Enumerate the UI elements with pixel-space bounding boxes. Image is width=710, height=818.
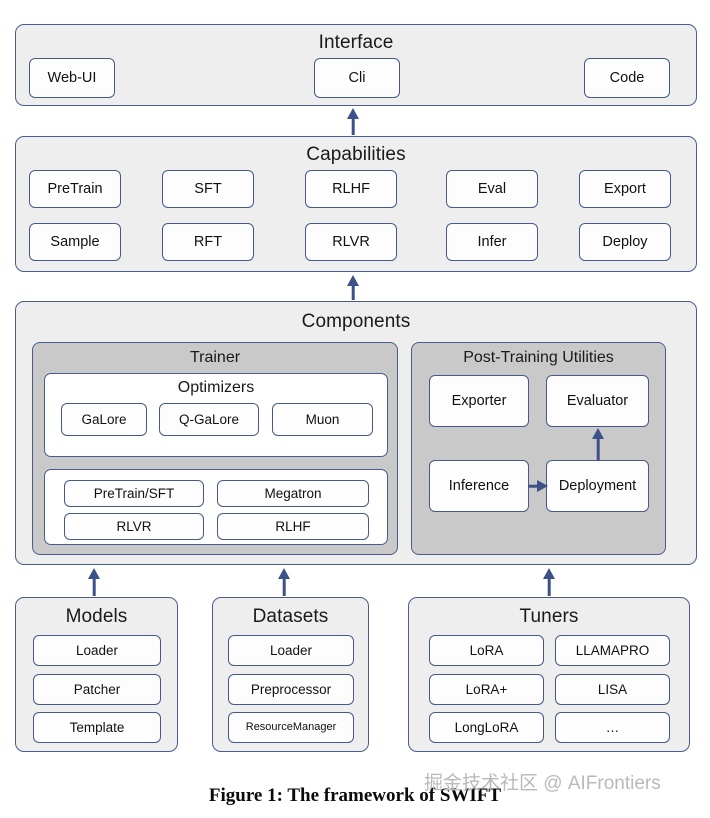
arrow-datasets-to-components — [275, 568, 293, 596]
interface-node-web-ui[interactable]: Web-UI — [29, 58, 115, 98]
datasets-panel: Datasets Loader Preprocessor ResourceMan… — [212, 597, 369, 752]
trainer-pipelines-box: PreTrain/SFT Megatron RLVR RLHF — [44, 469, 388, 545]
datasets-node-loader[interactable]: Loader — [228, 635, 354, 666]
arrow-inference-to-deployment — [529, 479, 548, 493]
capability-node-rlhf[interactable]: RLHF — [305, 170, 397, 208]
tuners-node-lora-plus[interactable]: LoRA+ — [429, 674, 544, 705]
optimizers-title: Optimizers — [177, 379, 255, 396]
trainer-subpanel: Trainer Optimizers GaLore Q-GaLore Muon … — [32, 342, 398, 555]
tuners-node-llamapro[interactable]: LLAMAPRO — [555, 635, 670, 666]
capability-node-rlvr[interactable]: RLVR — [305, 223, 397, 261]
arrow-tuners-to-components — [540, 568, 558, 596]
post-training-node-evaluator[interactable]: Evaluator — [546, 375, 649, 427]
models-node-patcher[interactable]: Patcher — [33, 674, 161, 705]
pipeline-node-rlhf[interactable]: RLHF — [217, 513, 369, 540]
optimizer-node-galore[interactable]: GaLore — [61, 403, 147, 436]
tuners-node-ellipsis[interactable]: … — [555, 712, 670, 743]
tuners-node-longlora[interactable]: LongLoRA — [429, 712, 544, 743]
capability-node-eval[interactable]: Eval — [446, 170, 538, 208]
interface-node-cli[interactable]: Cli — [314, 58, 400, 98]
arrow-components-to-capabilities — [344, 275, 362, 300]
models-title: Models — [65, 606, 128, 627]
tuners-node-lisa[interactable]: LISA — [555, 674, 670, 705]
capabilities-title: Capabilities — [306, 144, 406, 165]
capability-node-export[interactable]: Export — [579, 170, 671, 208]
interface-title: Interface — [318, 32, 394, 53]
tuners-node-lora[interactable]: LoRA — [429, 635, 544, 666]
figure-caption: Figure 1: The framework of SWIFT — [208, 785, 502, 806]
post-training-node-deployment[interactable]: Deployment — [546, 460, 649, 512]
pipeline-node-megatron[interactable]: Megatron — [217, 480, 369, 507]
models-node-template[interactable]: Template — [33, 712, 161, 743]
datasets-node-resourcemanager[interactable]: ResourceManager — [228, 712, 354, 743]
models-node-loader[interactable]: Loader — [33, 635, 161, 666]
post-training-node-inference[interactable]: Inference — [429, 460, 529, 512]
pipeline-node-rlvr[interactable]: RLVR — [64, 513, 204, 540]
capability-node-sample[interactable]: Sample — [29, 223, 121, 261]
datasets-node-preprocessor[interactable]: Preprocessor — [228, 674, 354, 705]
post-training-node-exporter[interactable]: Exporter — [429, 375, 529, 427]
capability-node-deploy[interactable]: Deploy — [579, 223, 671, 261]
models-panel: Models Loader Patcher Template — [15, 597, 178, 752]
capability-node-sft[interactable]: SFT — [162, 170, 254, 208]
components-panel: Components Trainer Optimizers GaLore Q-G… — [15, 301, 697, 565]
capabilities-panel: Capabilities PreTrain SFT RLHF Eval Expo… — [15, 136, 697, 272]
interface-node-code[interactable]: Code — [584, 58, 670, 98]
watermark: 掘金技术社区 @ AIFrontiers — [424, 773, 661, 794]
capability-node-infer[interactable]: Infer — [446, 223, 538, 261]
datasets-title: Datasets — [252, 606, 329, 627]
optimizer-node-muon[interactable]: Muon — [272, 403, 373, 436]
post-training-utilities-title: Post-Training Utilities — [463, 349, 614, 366]
optimizer-node-q-galore[interactable]: Q-GaLore — [159, 403, 259, 436]
arrow-capabilities-to-interface — [344, 108, 362, 135]
tuners-title: Tuners — [519, 606, 579, 627]
tuners-panel: Tuners LoRA LoRA+ LongLoRA LLAMAPRO LISA… — [408, 597, 690, 752]
capability-node-rft[interactable]: RFT — [162, 223, 254, 261]
arrow-models-to-components — [85, 568, 103, 596]
components-title: Components — [301, 311, 411, 332]
pipeline-node-pretrain-sft[interactable]: PreTrain/SFT — [64, 480, 204, 507]
optimizers-box: Optimizers GaLore Q-GaLore Muon — [44, 373, 388, 457]
capability-node-pretrain[interactable]: PreTrain — [29, 170, 121, 208]
interface-panel: Interface Web-UI Cli Code — [15, 24, 697, 106]
trainer-title: Trainer — [189, 349, 241, 366]
arrow-deployment-to-evaluator — [589, 428, 607, 461]
post-training-utilities-subpanel: Post-Training Utilities Exporter Evaluat… — [411, 342, 666, 555]
